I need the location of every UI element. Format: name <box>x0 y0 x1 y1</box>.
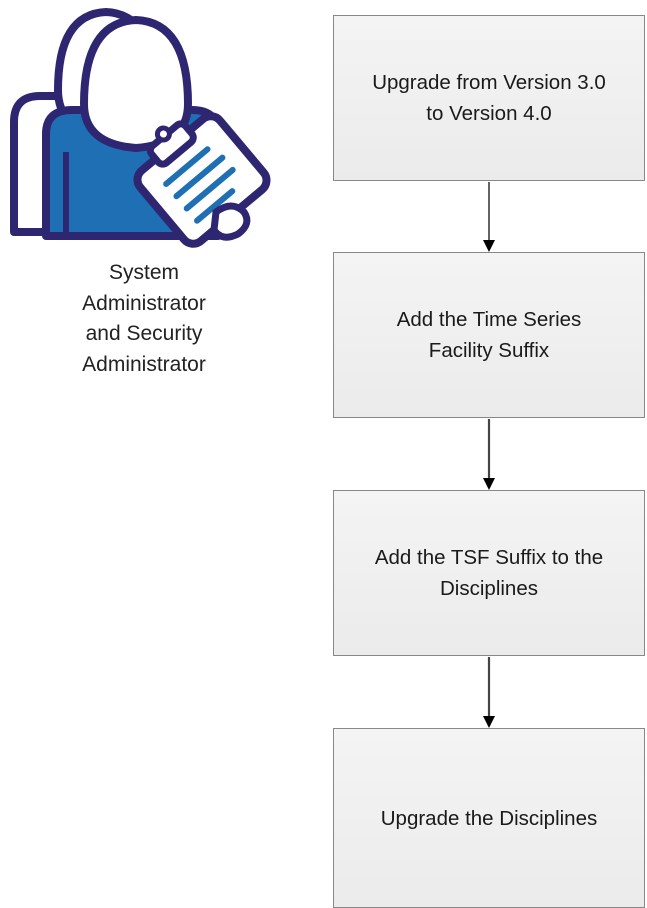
step-box-upgrade-version: Upgrade from Version 3.0 to Version 4.0 <box>333 15 645 181</box>
users-clipboard-icon <box>10 7 271 248</box>
actor-label: System Administrator and Security Admini… <box>82 261 206 376</box>
hand-icon <box>210 202 251 241</box>
step-box-upgrade-disciplines: Upgrade the Disciplines <box>333 728 645 908</box>
step-box-add-suffix-to-disciplines: Add the TSF Suffix to the Disciplines <box>333 490 645 656</box>
step-box-add-tsf-suffix: Add the Time Series Facility Suffix <box>333 252 645 418</box>
